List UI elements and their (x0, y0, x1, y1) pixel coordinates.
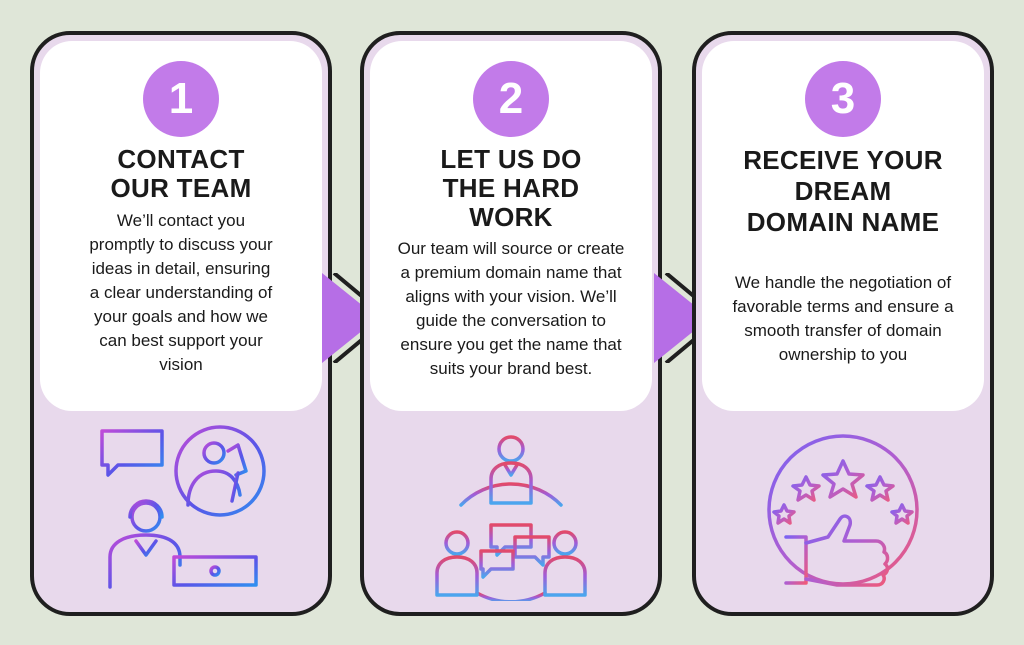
step-description-3: We handle the negotiation of favorable t… (732, 273, 954, 364)
step-card-2: 2 LET US DO THE HARD WORK Our team will … (360, 31, 662, 616)
customer-support-icon (34, 425, 328, 605)
step-card-3: 3 RECEIVE YOUR DREAM DOMAIN NAME We hand… (692, 31, 994, 616)
step-description-2: Our team will source or create a premium… (397, 239, 625, 378)
step-card-1-content: 1 CONTACT OUR TEAM We’ll contact you pro… (40, 41, 322, 411)
thumbs-up-stars-icon (696, 425, 990, 605)
step-card-1: 1 CONTACT OUR TEAM We’ll contact you pro… (30, 31, 332, 616)
step-number-badge-2: 2 (473, 61, 549, 137)
step-card-3-content: 3 RECEIVE YOUR DREAM DOMAIN NAME We hand… (702, 41, 984, 411)
step-card-2-content: 2 LET US DO THE HARD WORK Our team will … (370, 41, 652, 411)
step-description-1: We’ll contact you promptly to discuss yo… (89, 211, 273, 374)
step-title-3: RECEIVE YOUR DREAM DOMAIN NAME (743, 145, 943, 237)
step-title-1: CONTACT OUR TEAM (110, 144, 252, 203)
step-number-badge-3: 3 (805, 61, 881, 137)
step-title-2: LET US DO THE HARD WORK (440, 144, 582, 232)
team-collaboration-icon (364, 425, 658, 605)
step-number-badge-1: 1 (143, 61, 219, 137)
